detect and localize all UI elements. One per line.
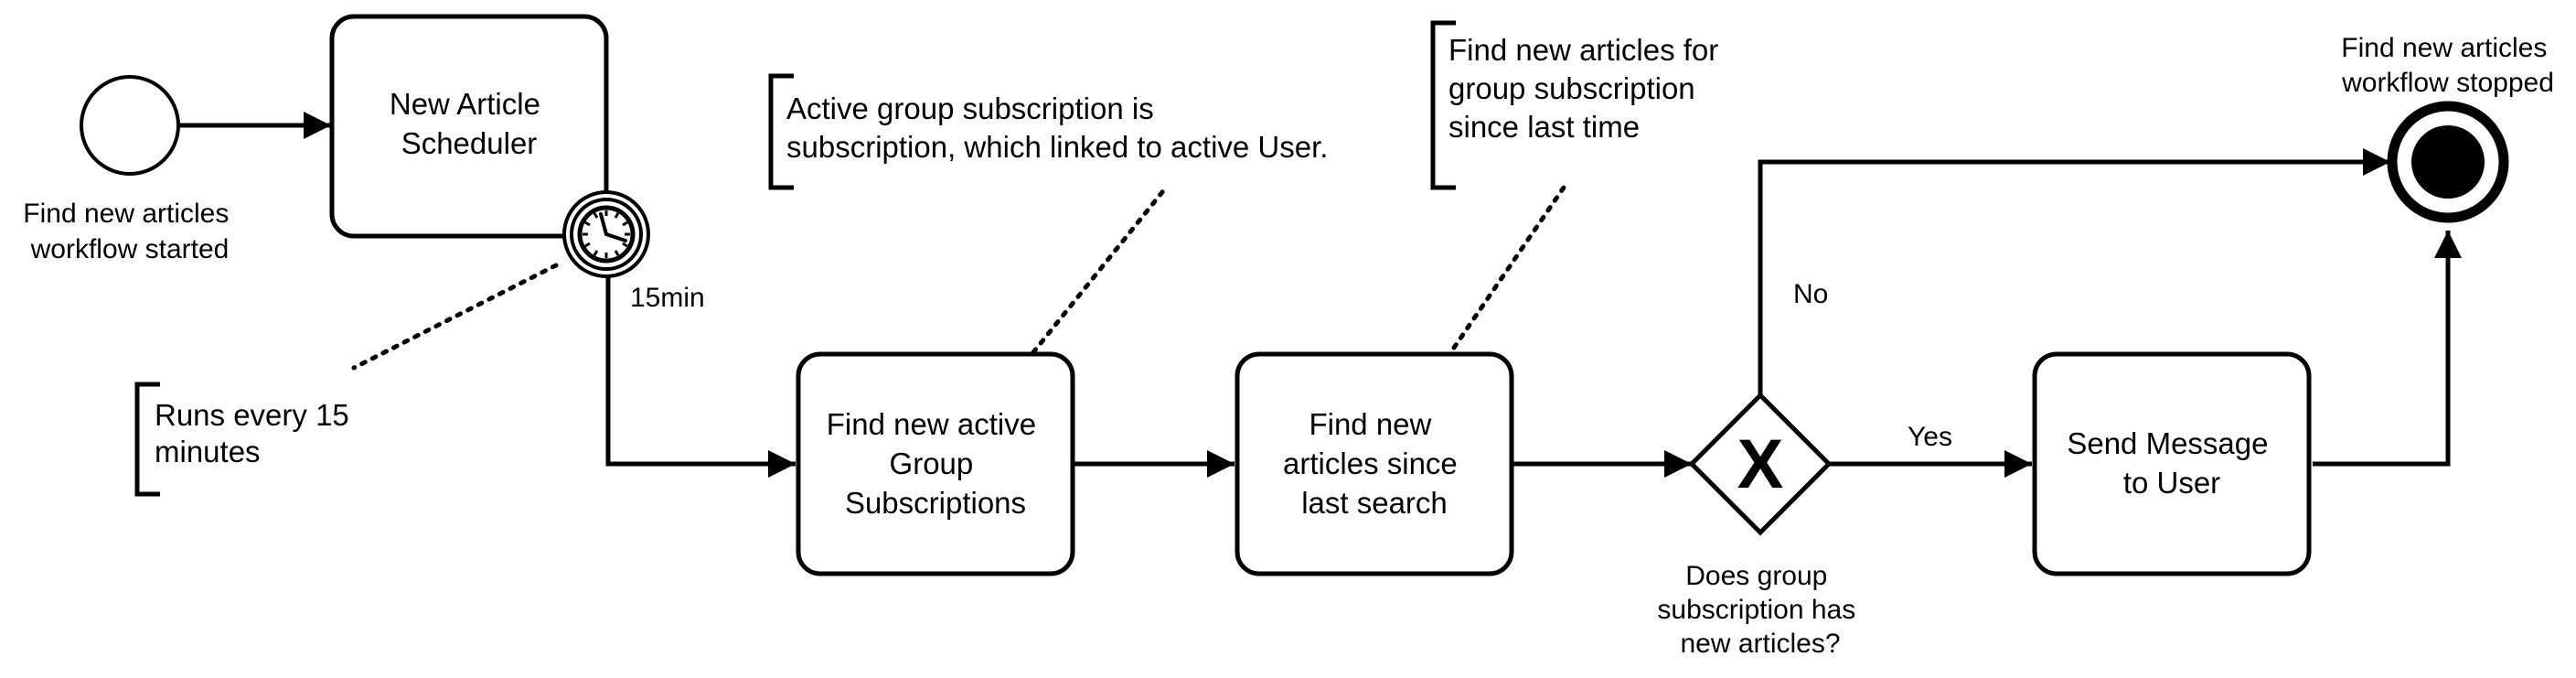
task-label: Send Message to User [2067, 426, 2276, 500]
task-label: Find new active Group Subscriptions [827, 407, 1044, 520]
association-subscription-note [1031, 185, 1169, 355]
timer-boundary-event [562, 190, 650, 278]
association-articles-note [1451, 185, 1566, 350]
task-find-group-subscriptions: Find new active Group Subscriptions [796, 351, 1075, 576]
gateway-label: Does group subscription has new articles… [1657, 561, 1863, 659]
svg-text:Active group subscription is: Active group subscription is subscriptio… [786, 91, 1328, 164]
annotation-timer-note: Runs every 15 minutes [134, 382, 358, 497]
task-send-message: Send Message to User [2032, 351, 2312, 576]
task-new-article-scheduler: New Article Scheduler [329, 14, 609, 239]
timer-label: 15min [630, 283, 705, 313]
associations [351, 185, 1566, 371]
exclusive-x-icon: X [1737, 425, 1784, 503]
exclusive-gateway: X [1688, 392, 1833, 536]
flow-timer-to-subscriptions [605, 264, 796, 478]
svg-text:Runs every 15 minutes: Runs every 15 minutes [155, 398, 358, 468]
association-timer-note [351, 263, 559, 371]
start-event [80, 75, 180, 176]
flow-message-to-end [2313, 231, 2462, 467]
end-event [2387, 101, 2509, 223]
task-find-new-articles: Find new articles since last search [1235, 351, 1514, 576]
end-event-label: Find new articles workflow stopped [2341, 33, 2555, 98]
annotation-articles-note: Find new articles for group subscription… [1430, 20, 1726, 190]
flow-gateway-no [1758, 148, 2390, 395]
flow-label-yes: Yes [1908, 422, 1952, 452]
flow-label-no: No [1793, 279, 1828, 309]
start-event-label: Find new articles workflow started [23, 199, 236, 264]
svg-text:Find new articles for gr: Find new articles for group subscription… [1448, 33, 1726, 144]
clock-icon [577, 205, 636, 264]
sequence-flows [179, 112, 2462, 478]
task-label: Find new articles since last search [1283, 407, 1466, 520]
task-label: New Article Scheduler [390, 87, 549, 160]
annotation-subscription-note: Active group subscription is subscriptio… [768, 73, 1328, 190]
